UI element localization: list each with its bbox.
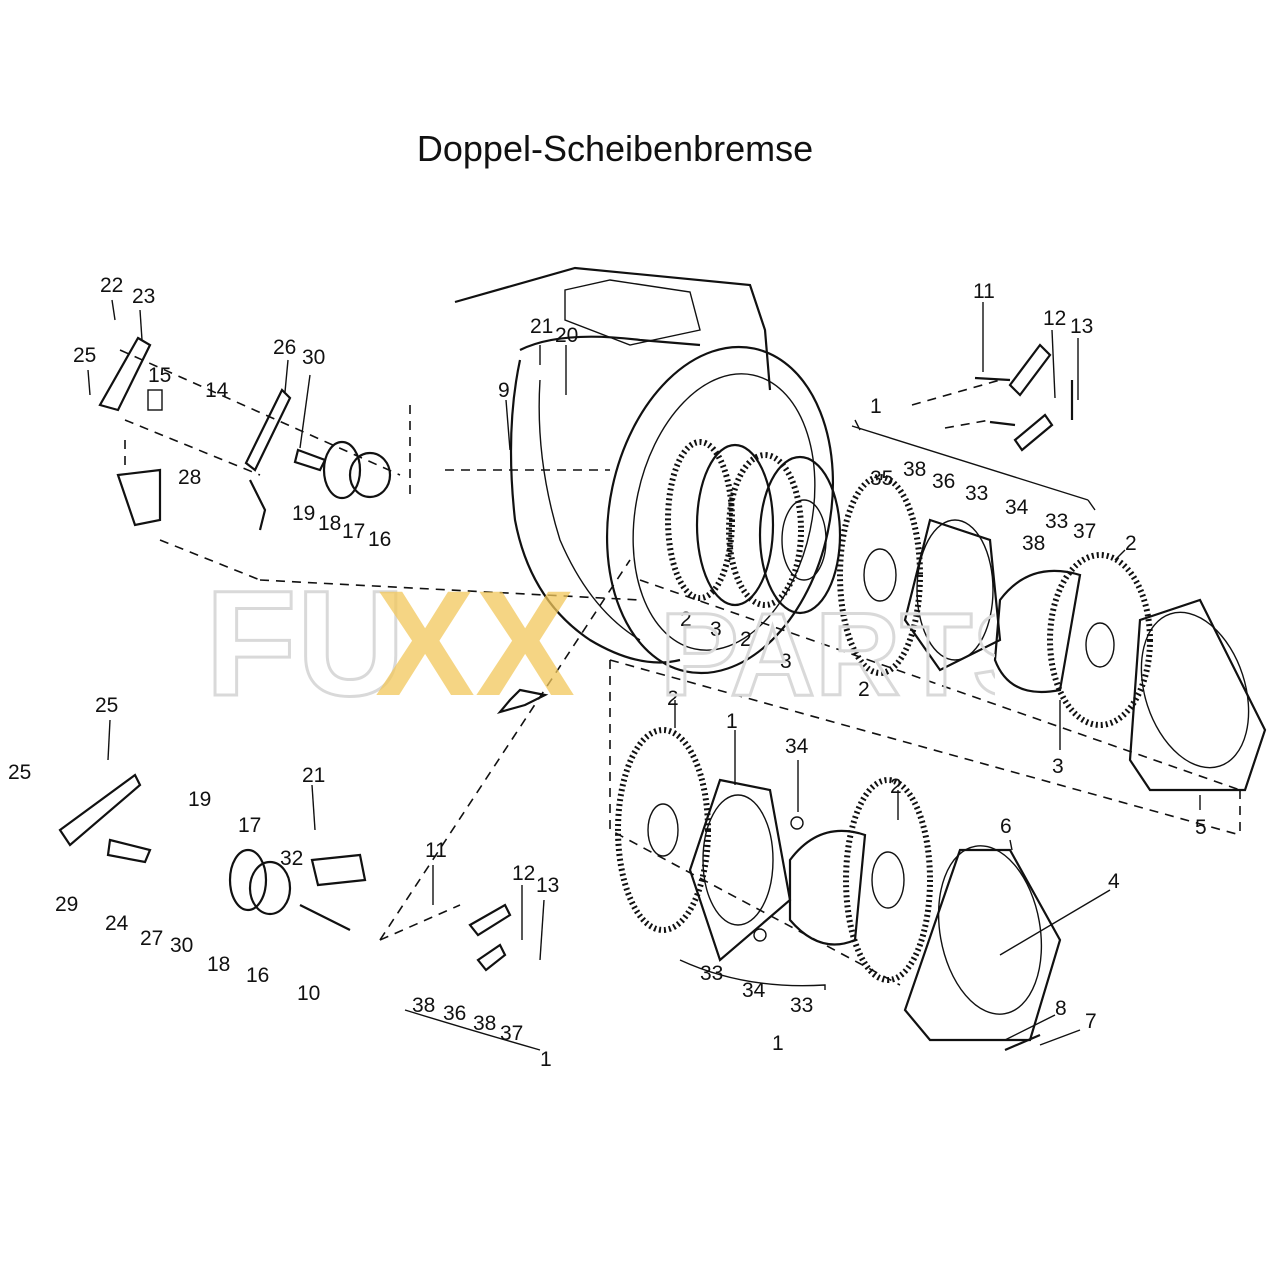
callout-label: 22 xyxy=(100,274,123,297)
callout-label: 10 xyxy=(297,982,320,1005)
callout-label: 13 xyxy=(536,874,559,897)
callout-label: 34 xyxy=(1005,496,1029,519)
callout-label: 2 xyxy=(680,608,692,631)
callout-label: 38 xyxy=(412,994,435,1017)
callout-label: 2 xyxy=(1125,532,1137,555)
callout-label: 34 xyxy=(742,979,766,1002)
callout-label: 16 xyxy=(368,528,391,551)
callout-label: 12 xyxy=(512,862,535,885)
callout-label: 3 xyxy=(710,618,722,641)
callout-label: 21 xyxy=(530,315,553,338)
callout-label: 37 xyxy=(500,1022,523,1045)
callout-label: 2 xyxy=(890,775,902,798)
callout-label: 19 xyxy=(188,788,211,811)
callout-label: 24 xyxy=(105,912,129,935)
callout-label: 6 xyxy=(1000,815,1012,838)
callout-label: 38 xyxy=(1022,532,1045,555)
cover-plate-upper xyxy=(1128,598,1267,792)
callout-label: 36 xyxy=(932,470,955,493)
callout-label: 19 xyxy=(292,502,315,525)
callout-label: 7 xyxy=(1085,1010,1097,1033)
callout-label: 18 xyxy=(207,953,230,976)
callout-label: 35 xyxy=(870,467,893,490)
lower-left-linkage xyxy=(58,773,512,972)
callout-label: 2 xyxy=(667,687,679,710)
callout-label: 1 xyxy=(540,1048,552,1071)
callout-label: 2 xyxy=(858,678,870,701)
callout-label: 1 xyxy=(772,1032,784,1055)
callout-label: 17 xyxy=(238,814,261,837)
callout-label: 11 xyxy=(973,280,995,303)
callout-label: 16 xyxy=(246,964,269,987)
callout-label: 38 xyxy=(903,458,926,481)
callout-label: 13 xyxy=(1070,315,1093,338)
callout-label: 3 xyxy=(780,650,792,673)
assembly-reference-lines xyxy=(119,349,1241,986)
transmission-housing xyxy=(454,266,772,664)
callout-label: 26 xyxy=(273,336,296,359)
callout-label: 18 xyxy=(318,512,341,535)
callout-label: 14 xyxy=(205,379,229,402)
callout-label: 1 xyxy=(726,710,738,733)
upper-left-linkage xyxy=(98,336,392,531)
callout-label: 37 xyxy=(1073,520,1096,543)
callout-label: 29 xyxy=(55,893,78,916)
callout-label: 30 xyxy=(302,346,325,369)
callout-label: 23 xyxy=(132,285,155,308)
callout-label: 33 xyxy=(965,482,988,505)
callout-label: 5 xyxy=(1195,816,1207,839)
direction-arrow xyxy=(496,688,549,715)
callout-label: 17 xyxy=(342,520,365,543)
callout-label: 33 xyxy=(1045,510,1068,533)
callout-label: 28 xyxy=(178,466,201,489)
upper-right-linkage xyxy=(974,343,1074,452)
callout-label: 3 xyxy=(1052,755,1064,778)
callout-label: 38 xyxy=(473,1012,496,1035)
callout-label: 34 xyxy=(785,735,809,758)
callout-label: 36 xyxy=(443,1002,466,1025)
lower-brake-disc-stack xyxy=(615,727,1062,1052)
callout-label: 27 xyxy=(140,927,163,950)
callout-label: 21 xyxy=(302,764,325,787)
callout-label: 33 xyxy=(790,994,813,1017)
callout-label: 32 xyxy=(280,847,303,870)
callout-label: 9 xyxy=(498,379,510,402)
leader-lines xyxy=(87,299,1201,1051)
callout-label: 30 xyxy=(170,934,193,957)
callout-labels: 22 23 25 15 14 28 26 30 19 18 17 16 21 2… xyxy=(8,274,1207,1071)
callout-label: 25 xyxy=(8,761,31,784)
callout-label: 20 xyxy=(555,324,578,347)
callout-label: 25 xyxy=(73,344,96,367)
callout-label: 12 xyxy=(1043,307,1066,330)
upper-brake-disc-stack xyxy=(665,439,1153,728)
callout-label: 11 xyxy=(425,839,447,862)
callout-label: 15 xyxy=(148,364,171,387)
diagram-title: Doppel-Scheibenbremse xyxy=(416,128,814,169)
callout-label: 1 xyxy=(870,395,882,418)
callout-label: 25 xyxy=(95,694,118,717)
callout-label: 33 xyxy=(700,962,723,985)
housing-flange xyxy=(605,345,835,675)
callout-label: 2 xyxy=(740,628,752,651)
callout-label: 4 xyxy=(1108,870,1120,893)
callout-label: 8 xyxy=(1055,997,1067,1020)
